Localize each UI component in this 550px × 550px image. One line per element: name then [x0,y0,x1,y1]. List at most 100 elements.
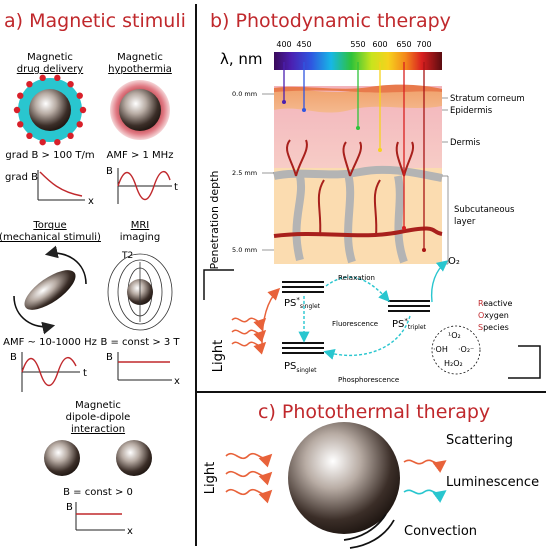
dipole-plot [75,502,125,531]
torque-axis-y: B [10,352,17,363]
scattering-arrow [403,459,447,473]
drug-molecule-dot [13,106,21,114]
mri-dipole-field [107,253,173,331]
penetration-endpoint [282,100,286,104]
phosphorescence-label: Phosphorescence [338,376,399,384]
hyperthermia-particle [110,80,170,140]
penetration-lines [282,62,426,252]
pt-light-waves [225,452,273,504]
penetration-endpoint [356,126,360,130]
drug-delivery-particle [13,74,87,146]
wavelength-label: 600 [372,40,387,49]
hyperthermia-axis-x: t [174,182,178,193]
transition-arrows [298,276,411,360]
depth-tick: 5.0 mm [232,246,257,254]
drug-molecule-dot [17,92,24,99]
energy-levels [282,281,430,354]
species-singlet-oxygen: ¹O₂ [448,331,461,340]
ps-singlet-ground: PSsinglet [284,361,317,374]
depth-axis-label: Penetration depth [208,171,221,270]
mri-axis-y: B [106,352,113,363]
dipole-caption: B = const > 0 [63,487,133,498]
species-peroxide: H₂O₂ [444,359,463,368]
convection-arcs [343,513,395,549]
jablonski-light-label: Light [211,340,226,372]
jablonski-frame [203,269,541,379]
photothermal-nanoparticle [288,422,400,534]
drug-delivery-axis-y: grad B [5,172,38,183]
torque-caption: AMF ~ 10-1000 Hz [3,337,97,348]
mri-axis-x: x [174,376,180,387]
excitation-arrow [261,287,281,345]
drug-molecule-dot [67,132,74,140]
svg-text:Oxygen: Oxygen [478,311,509,320]
dipole-title-3: interaction [71,424,125,435]
mri-t2-label: T2 [121,251,133,261]
drug-molecule-dot [26,80,33,88]
panel-a-title: a) Magnetic stimuli [4,10,186,32]
light-waves [231,317,267,355]
torque-axis-x: t [83,368,87,379]
drug-molecule-dot [39,138,46,146]
drug-molecule-dot [54,138,61,146]
hyperthermia-title-2: hypothermia [108,64,172,75]
dipole-particle-right [116,440,152,476]
drug-molecule-dot [76,121,83,128]
lambda-label: λ, nm [220,50,263,68]
drug-molecule-dot [26,132,33,140]
penetration-endpoint [422,248,426,252]
species-superoxide: ·O₂⁻ [458,345,474,354]
wavelength-label: 450 [296,40,311,49]
pt-light-label: Light [203,462,218,494]
hyperthermia-axis-y: B [106,166,113,177]
mri-title-1: MRI [131,220,150,231]
svg-text:Species: Species [478,323,509,332]
depth-tick: 0.0 mm [232,90,257,98]
svg-text:Reactive: Reactive [478,299,513,308]
mri-title-2: imaging [120,232,160,243]
dipole-title-2: dipole-dipole [66,412,131,423]
hyperthermia-plot [117,168,172,204]
panel-c-title: c) Photothermal therapy [258,401,490,423]
luminescence-label: Luminescence [446,475,539,490]
layer-subcutaneous: Subcutaneous [454,205,515,215]
panel-b-title: b) Photodynamic therapy [210,10,451,32]
drug-molecule-dot [17,121,24,128]
ps-triplet-excited: PS*triplet [392,317,427,331]
drug-delivery-axis-x: x [88,196,94,207]
wavelength-label: 700 [416,40,431,49]
hyperthermia-caption: AMF > 1 MHz [107,150,174,161]
mri-plot [117,352,172,381]
drug-molecule-dot [54,74,61,82]
torque-plot [21,352,80,392]
luminescence-arrow [403,489,447,503]
drug-delivery-title-2: drug delivery [17,64,84,75]
dipole-axis-y: B [66,502,73,513]
spectrum-bar [274,52,442,70]
dipole-title-1: Magnetic [75,400,121,411]
drug-delivery-title-1: Magnetic [27,52,73,63]
drug-delivery-caption: grad B > 100 T/m [5,150,94,161]
torque-title-1: Torque [32,220,66,231]
penetration-endpoint [378,148,382,152]
layer-epidermis: Epidermis [450,106,493,116]
ps-singlet-excited: PS*singlet [284,296,321,310]
layer-stratum-corneum: Stratum corneum [450,94,525,104]
hyperthermia-title-1: Magnetic [117,52,163,63]
torque-title-2: (mechanical stimuli) [0,232,101,243]
skin-cross-section [273,84,443,264]
wavelength-label: 400 [276,40,291,49]
energy-transfer-arrow [430,260,449,303]
drug-delivery-plot [37,170,85,201]
depth-tick: 2.5 mm [232,169,257,177]
layer-subcutaneous-2: layer [454,217,476,227]
drug-molecule-dot [39,74,46,82]
drug-molecule-dot [67,80,74,88]
torque-ellipsoid [13,245,87,335]
ros-label: Reactive Oxygen Species [478,299,513,332]
scattering-label: Scattering [446,433,513,448]
penetration-endpoint [302,108,306,112]
species-hydroxyl: ·OH [433,345,448,354]
